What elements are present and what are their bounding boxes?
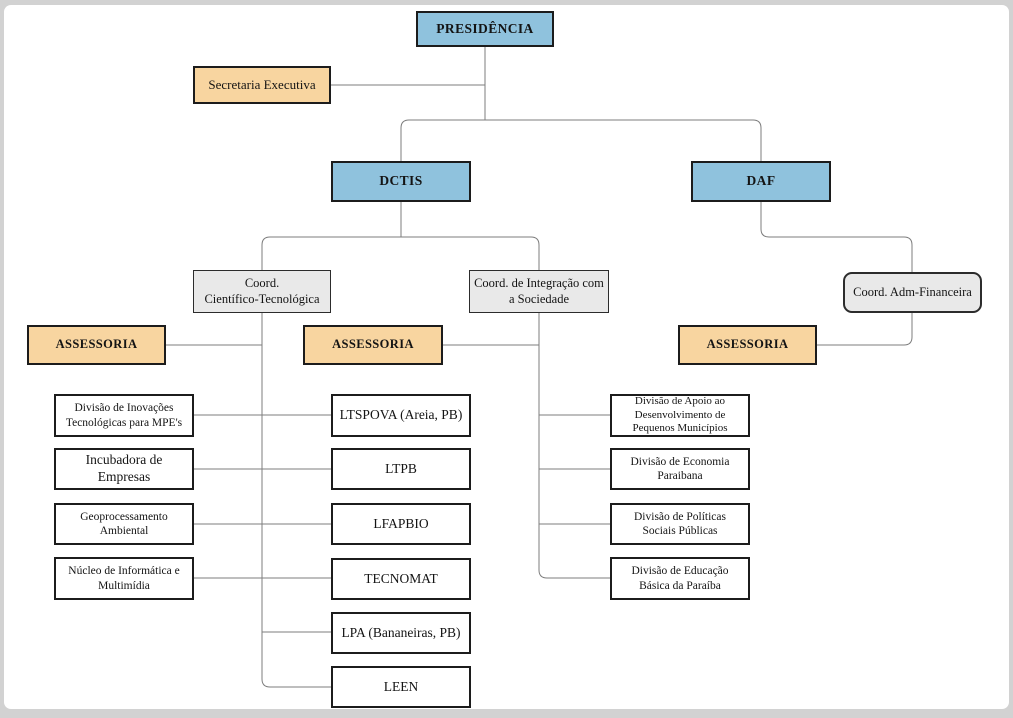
node-divisao-educacao: Divisão de Educação Básica da Paraíba: [610, 557, 750, 600]
node-dctis: DCTIS: [331, 161, 471, 202]
node-lpa: LPA (Bananeiras, PB): [331, 612, 471, 654]
node-lfapbio: LFAPBIO: [331, 503, 471, 545]
node-incubadora-empresas: Incubadora de Empresas: [54, 448, 194, 490]
node-divisao-politicas: Divisão de Políticas Sociais Públicas: [610, 503, 750, 545]
node-coord-adm-financeira: Coord. Adm-Financeira: [843, 272, 982, 313]
node-coord-integracao-sociedade: Coord. de Integração com a Sociedade: [469, 270, 609, 313]
node-assessoria-ct: ASSESSORIA: [27, 325, 166, 365]
node-ltpb: LTPB: [331, 448, 471, 490]
node-presidencia: PRESIDÊNCIA: [416, 11, 554, 47]
node-secretaria-executiva: Secretaria Executiva: [193, 66, 331, 104]
node-assessoria-af: ASSESSORIA: [678, 325, 817, 365]
node-divisao-inovacoes: Divisão de Inovações Tecnológicas para M…: [54, 394, 194, 437]
node-ltspova: LTSPOVA (Areia, PB): [331, 394, 471, 437]
node-nucleo-informatica: Núcleo de Informática e Multimídia: [54, 557, 194, 600]
node-tecnomat: TECNOMAT: [331, 558, 471, 600]
node-divisao-apoio: Divisão de Apoio ao Desenvolvimento de P…: [610, 394, 750, 437]
node-daf: DAF: [691, 161, 831, 202]
node-assessoria-is: ASSESSORIA: [303, 325, 443, 365]
node-divisao-economia: Divisão de Economia Paraibana: [610, 448, 750, 490]
node-coord-cientifico-tecnologica: Coord. Científico-Tecnológica: [193, 270, 331, 313]
node-geoprocessamento-ambiental: Geoprocessamento Ambiental: [54, 503, 194, 545]
node-leen: LEEN: [331, 666, 471, 708]
